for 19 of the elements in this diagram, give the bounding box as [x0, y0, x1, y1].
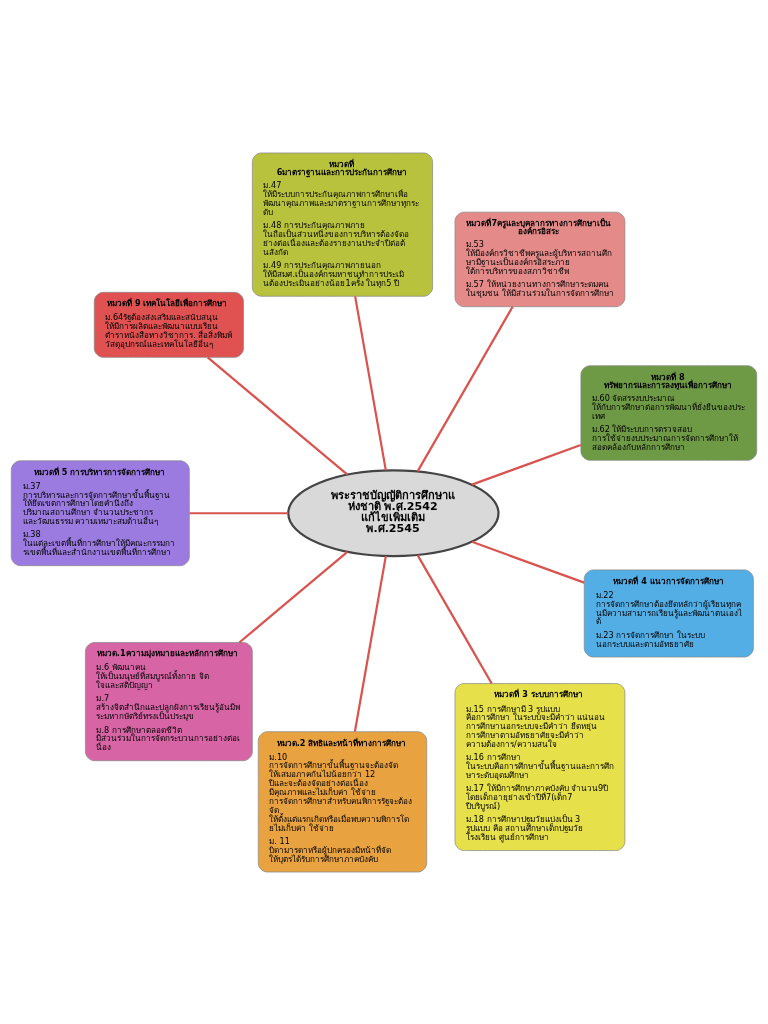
- node-box: หมวดที่ 4 แนวการจัดการศึกษา ม.22 การจัดการศึกษาต้องยึดหลักว่าผู้เรียนทุกคนมีความสามารถเรียนรู้และพัฒนาตนเองได้ ม.23 การจัดการศึกษา ในระบบ นอกระบบและตามอัทธยาศัย: [583, 569, 754, 657]
- node-box: หมวด.1ความมุ่งหมายและหลักการศึกษา ม.6 พัฒนาคน ให้เป็นมนุษย์ที่สมบูรณ์ทั้งกาย จิต ใจและสติปัญญา ม.7 สร้างจิตสำนึกและปลูกฝังการเรียนรู้อันมีพระมหากษัตริย์ทรงเป็นประมุข ม.8 การศึกษาตลอดชีวิต มีส่วนร่วมในการจัดกระบวนการอย่างต่อเนื่อง: [85, 641, 253, 761]
- node-box: หมวดที่ 8 ทรัพยากรและการลงทุนเพื่อการศึกษา ม.60 จัดสรรงบประมาณ ให้กับการศึกษาต่อการพัฒนาที่ยั่งยืนของประเทศ ม.62 ให้มีระบบการตรวจสอบ การใช้จ่ายงบประมาณการจัดการศึกษาให้สอดคล้องกับหลักการศึกษา: [580, 364, 758, 461]
- node-box: หมวดที่ 9 เทคโนโลยีเพื่อการศึกษา ม.64รัฐต้องส่งเสริมและสนับสนุน ให้มีการผลิตและพัฒนาแบบเรียน ตำราหนังสือทางวิชาการ. สื่อสิ่งพิมพ์ วัสดุอุปกรณ์และเทคโนโลยีอื่นๆ: [93, 291, 244, 358]
- connector: [416, 305, 514, 472]
- node-box: หมวดที่7ครูและบุคลากรทางการศึกษาเป็นองค์กรอิสระ ม.53 ให้มีองค์กรวิชาชีพครูและผู้บริหารสถานศึกษามีฐานะเป็นองค์กรอิสระภาย ใต้การบริหารของสภาวิชาชีพ ม.57 ให้หน่วยงานทางการศึกษาระดมคน ในชุมชน ให้มีส่วนร่วมในการจัดการศึกษา: [454, 211, 626, 307]
- node-box: หมวดที่ 5 การบริหารการจัดการศึกษา ม.37 การบริหารและการจัดการศึกษาขั้นพื้นฐาน ให้ยึดเขตการศึกษาโดยคำนึงถึง ปริมาณสถานศึกษา จำนวนประชากร และวัฒนธรรม ความเหมาะสมด้านอื่นๆ ม.38 ในแต่ละเขตพื้นที่การศึกษาให้มีคณะกรรมการเขตพื้นที่และสำนักงานเขตพื้นที่การศึกษา: [10, 459, 190, 566]
- connector: [238, 550, 349, 643]
- connector: [206, 356, 349, 475]
- connector: [471, 443, 582, 486]
- node-box: หมวดที่ 6มาตราฐานและการประกันการศึกษา ม.47 ให้มีระบบการประกันคุณภาพการศึกษาเพื่อพัฒนาคุณภาพและมาตราฐานการศึกษาทุกระดับ ม.48 การประกันคุณภาพภาย ในถือเป็นส่วนหนึ่งของการบริหารต้องจัดอย่างต่อเนื่องและต้องรายงานประจำปีต่อต้นสังกัด ม.49 การประกันคุณภาพภายนอก ให้มีสมศ.เป็นองค์กรมหาชนทำการประเมินต้องประเมินอย่างน้อย1ครั้ง ในทุก5 ปี: [252, 152, 433, 297]
- connector: [353, 555, 387, 732]
- connector: [471, 540, 585, 584]
- connector: [416, 554, 493, 684]
- node-ellipse: พระราชบัญญัติการศึกษาแห่งชาติ พ.ศ.2542 แก้ไขเพิ่มเติม พ.ศ.2545: [287, 468, 500, 557]
- connector: [189, 511, 289, 514]
- node-box: หมวดที่ 3 ระบบการศึกษา ม.15 การศึกษามี 3 รูปแบบ คือการศึกษา ในระบบจะมีคำว่า แน่นอน การศึกษานอกระบบจะมีคำว่า ยืดหยุ่น การศึกษาตามอัทธยาศัยจะมีคำว่า ความต้องการ/ความสนใจ ม.16 การศึกษา ในระบบคือการศึกษาขั้นพื้นฐานและการศึกษาระดับอุดมศึกษา ม.17 ให้มีการศึกษาภาคบังคับ จำนวน9ปี โดยเด็กอายุย่างเข้าปีที่7(เด็ก7 ปีบริบูรณ์) ม.18 การศึกษาปฐมวัยแบ่งเป็น 3 รูปแบบ คือ สถานศึกษาเด็กปฐมวัย โรงเรียน ศูนย์การศึกษา: [454, 682, 626, 851]
- node-box: หมวด.2 สิทธิและหน้าที่ทางการศึกษา ม.10 การจัดการศึกษาขั้นพื้นฐานจะต้องจัด ให้เสมอภาคกันไม่น้อยกว่า 12 ปีและจะต้องจัดอย่างต่อเนื่อง มีคุณภาพและไม่เก็บค่า ใช้จ่าย การจัดการศึกษาสำหรับคนพิการรัฐจะต้องจัด ให้ตั้งแต่แรกเกิดหรือเมื่อพบความพิการโดยไม่เก็บค่า ใช้จ่าย ม. 11 บิดามารดาหรือผู้ปกครองมีหน้าที่จัด ให้บุตรได้รับการศึกษาภาคบังคับ: [257, 730, 428, 872]
- connector: [354, 295, 387, 471]
